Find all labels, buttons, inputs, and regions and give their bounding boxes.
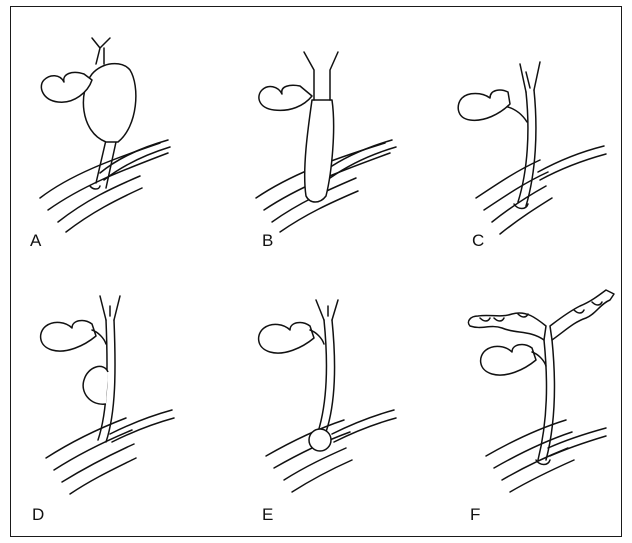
intrahepatic-dilatation-right (550, 290, 614, 340)
cystic-dilatation (83, 64, 135, 142)
gallbladder (259, 85, 312, 110)
pancreatic-duct (110, 410, 174, 442)
gallbladder (481, 345, 536, 376)
common-duct (518, 90, 536, 206)
panel-label-c: C (472, 231, 484, 250)
panel-label-e: E (262, 505, 273, 524)
cystic-duct (504, 106, 527, 122)
panel-d (41, 296, 174, 494)
pancreatic-duct (548, 428, 606, 456)
hepatic-ducts (92, 38, 110, 64)
duodenum-wall (486, 420, 574, 492)
panel-label-b: B (262, 231, 273, 250)
panel-b (256, 52, 396, 232)
duodenum-wall (40, 143, 168, 232)
panel-e (259, 300, 396, 492)
gallbladder (41, 321, 96, 352)
gallbladder (458, 90, 510, 120)
hepatic-ducts (316, 300, 338, 320)
ampulla (90, 186, 100, 189)
pancreatic-duct (538, 146, 606, 180)
gallbladder (259, 323, 314, 354)
panel-c (458, 62, 606, 234)
hepatic-ducts (520, 62, 540, 92)
duodenum-wall (46, 418, 136, 494)
fusiform-dilatation (305, 100, 334, 202)
panel-label-f: F (470, 505, 480, 524)
panel-label-d: D (32, 505, 44, 524)
hepatic-ducts (100, 296, 120, 320)
panel-a (40, 38, 170, 232)
choledochocele (309, 429, 331, 451)
intrahepatic-dilatation-left (468, 313, 546, 340)
pancreatic-duct (100, 140, 170, 180)
diverticulum (83, 366, 108, 404)
panel-label-a: A (30, 231, 42, 250)
pancreatic-duct (332, 410, 396, 442)
panel-f (468, 290, 614, 492)
